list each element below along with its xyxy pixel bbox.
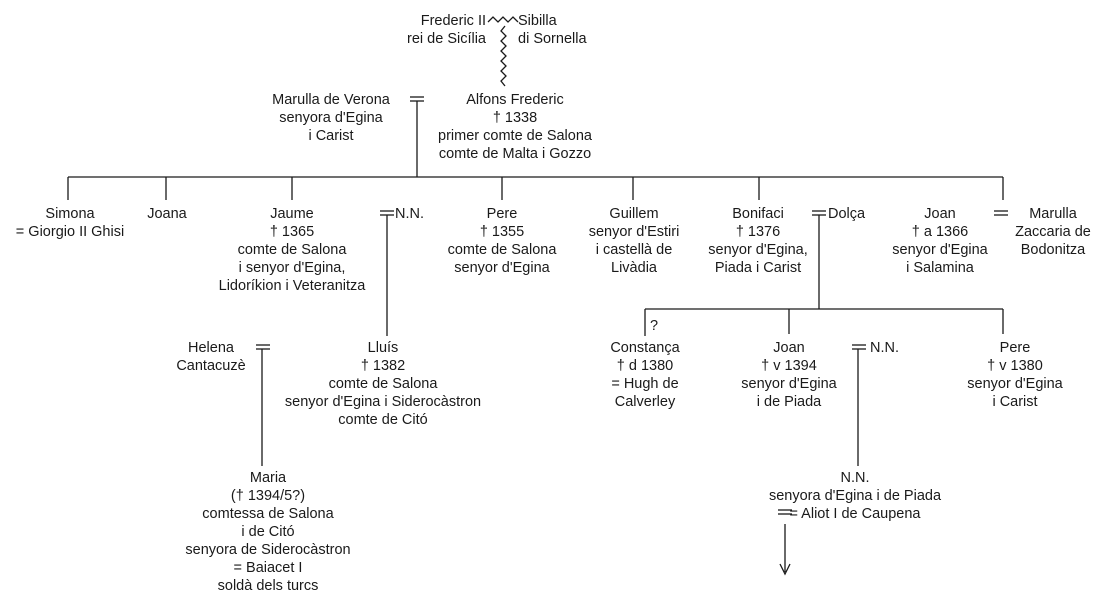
person-bonifaci: Bonifaci † 1376 senyor d'Egina, Piada i …: [708, 206, 808, 276]
person-simona: Simona = Giorgio II Ghisi: [15, 206, 125, 240]
person-maria: Maria († 1394/5?) comtessa de Salona i d…: [185, 470, 351, 594]
person-jaume-spouse: N.N.: [395, 206, 424, 222]
person-jaume: Jaume † 1365 comte de Salona i senyor d'…: [218, 206, 366, 294]
person-guillem: Guillem senyor d'Estiri i castellà de Li…: [588, 206, 680, 276]
person-bonifaci-spouse: Dolça: [828, 206, 866, 222]
liaison-wavy-line: [487, 16, 519, 23]
person-constanca: Constança † d 1380 = Hugh de Calverley: [610, 340, 680, 410]
person-pere-gen3: Pere † v 1380 senyor d'Egina i Carist: [967, 340, 1063, 410]
person-frederic-ii: Frederic II rei de Sicília: [407, 13, 486, 47]
descent-wavy-line: [500, 25, 507, 87]
person-marulla-de-verona: Marulla de Verona senyora d'Egina i Cari…: [272, 92, 390, 144]
person-joan-gen3: Joan † v 1394 senyor d'Egina i de Piada: [741, 340, 837, 410]
person-alfons-frederic: Alfons Frederic † 1338 primer comte de S…: [438, 92, 592, 162]
person-nn-senyora: N.N. senyora d'Egina i de Piada = Aliot …: [768, 470, 942, 522]
person-joana: Joana: [147, 206, 187, 222]
person-marulla-zaccaria: Marulla Zaccaria de Bodonitza: [1015, 206, 1091, 258]
descent-arrow-head: [779, 563, 791, 576]
constanca-uncertain-mark: ?: [650, 318, 659, 334]
person-lluis: Lluís † 1382 comte de Salona senyor d'Eg…: [284, 340, 482, 428]
person-joan-gen3-spouse: N.N.: [870, 340, 899, 356]
person-sibilla: Sibilla di Sornella: [518, 13, 587, 47]
person-helena-cantacuze: Helena Cantacuzè: [176, 340, 246, 374]
person-pere: Pere † 1355 comte de Salona senyor d'Egi…: [447, 206, 557, 276]
person-joan: Joan † a 1366 senyor d'Egina i Salamina: [892, 206, 988, 276]
